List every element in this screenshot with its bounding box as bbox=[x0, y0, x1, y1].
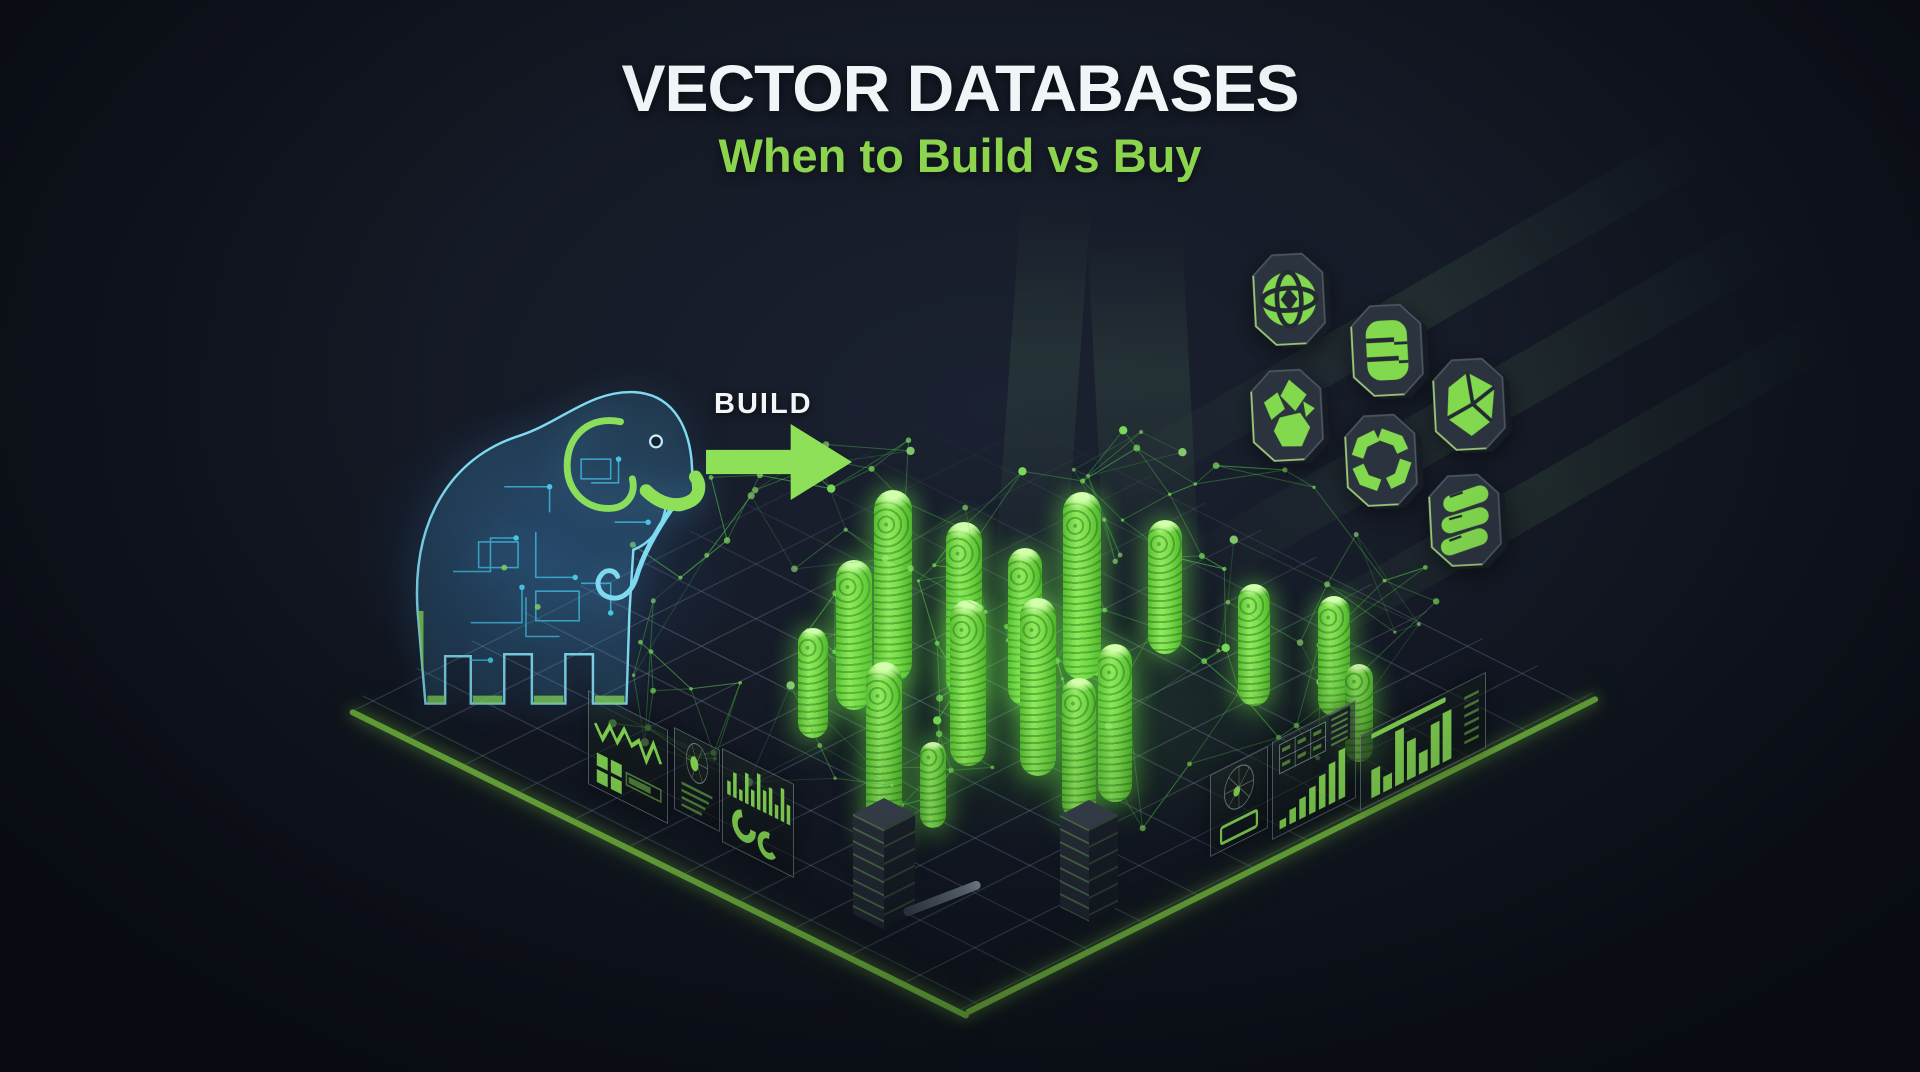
elephant-eye bbox=[649, 434, 663, 449]
vector-cylinder bbox=[1063, 492, 1101, 680]
circuit-nodes bbox=[487, 456, 651, 663]
vector-cylinder bbox=[798, 628, 828, 738]
segmented-ring-icon bbox=[1344, 413, 1424, 510]
rack-side-face bbox=[1089, 814, 1118, 921]
dashboard-panel-radar bbox=[674, 727, 720, 833]
page-subtitle: When to Build vs Buy bbox=[718, 129, 1202, 182]
vector-cylinder bbox=[874, 490, 912, 682]
vector-network-mesh-overlay bbox=[631, 430, 1421, 788]
database-stack-icon bbox=[1350, 303, 1430, 400]
vector-cylinder bbox=[1318, 596, 1350, 716]
vector-cylinder bbox=[1148, 520, 1182, 654]
vector-cylinder bbox=[1062, 678, 1096, 820]
elephant-body bbox=[415, 390, 695, 705]
postgres-circuit-elephant bbox=[415, 390, 706, 705]
circuit-accents bbox=[417, 564, 625, 704]
vector-cylinder bbox=[1238, 584, 1270, 706]
server-rack bbox=[1060, 800, 1118, 922]
dashboard-panel-linechart bbox=[588, 690, 668, 825]
elephant-ear bbox=[563, 417, 637, 512]
dashboard-panel-tablebars bbox=[1272, 699, 1356, 840]
vector-cylinder bbox=[920, 742, 946, 828]
vector-cylinder bbox=[1098, 644, 1132, 802]
elephant-trunk bbox=[595, 505, 675, 601]
elephant-tusk bbox=[639, 470, 706, 511]
faceted-cube-icon bbox=[1432, 357, 1512, 454]
vector-cylinder bbox=[1020, 598, 1056, 776]
rack-front-face bbox=[853, 814, 884, 930]
dashboard-panel-gauge bbox=[1210, 745, 1268, 857]
dashboard-panel-donuts bbox=[722, 748, 794, 879]
rack-front-face bbox=[1060, 815, 1089, 922]
dashboard-panel-barchart bbox=[1360, 671, 1486, 811]
geodesic-sphere-icon bbox=[1252, 252, 1332, 349]
build-label: BUILD bbox=[714, 388, 813, 420]
server-rack bbox=[853, 798, 915, 930]
page-title: VECTOR DATABASES bbox=[621, 51, 1299, 125]
crystal-cluster-icon bbox=[1250, 368, 1330, 465]
vector-cylinder bbox=[950, 600, 986, 766]
disk-stack-icon bbox=[1428, 473, 1508, 570]
